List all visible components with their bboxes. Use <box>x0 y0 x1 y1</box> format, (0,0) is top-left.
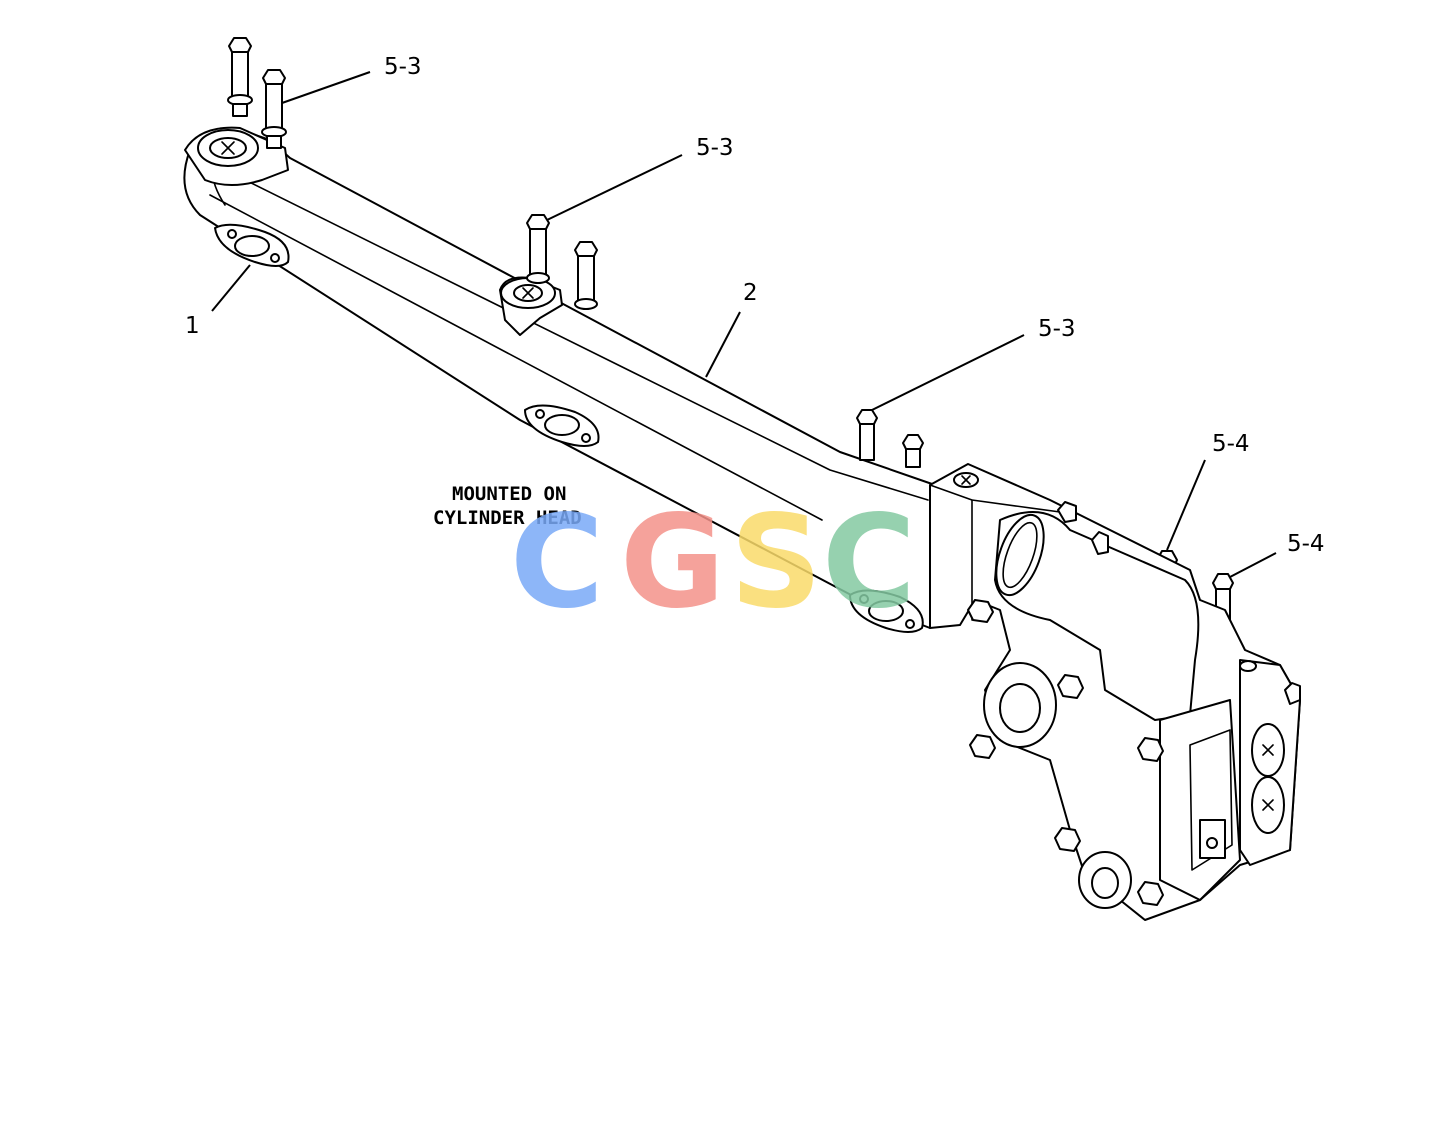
note-line-2: CYLINDER HEAD <box>433 507 582 529</box>
housing-nuts <box>967 501 1301 906</box>
housing-body <box>929 463 1301 921</box>
callout-label: 2 <box>743 280 758 306</box>
gasket-left <box>214 223 290 267</box>
bolt <box>902 434 924 468</box>
mounting-note: MOUNTED ON CYLINDER HEAD <box>433 483 582 529</box>
bolt <box>574 241 598 310</box>
gasket-right <box>849 589 924 633</box>
watermark-letter: S <box>730 488 822 637</box>
watermark-letter: C <box>510 488 604 637</box>
gasket-middle <box>524 404 600 447</box>
bolt <box>526 214 550 284</box>
callout-label: 5-3 <box>384 54 422 80</box>
manifold-tube <box>183 127 936 629</box>
callout-label: 5-3 <box>1038 316 1076 342</box>
callout-label: 5-4 <box>1212 431 1250 457</box>
bolt <box>261 69 287 149</box>
callout-label: 5-3 <box>696 135 734 161</box>
callout-label: 5-4 <box>1287 531 1325 557</box>
leader-lines <box>211 71 1277 578</box>
watermark-logo: C G S C <box>510 488 916 637</box>
callout-label: 1 <box>185 313 200 339</box>
bolt <box>856 409 878 461</box>
left-end-boss <box>184 126 289 186</box>
watermark-letter: G <box>620 488 725 637</box>
callouts: 5-3 5-3 2 5-3 1 5-4 5-4 <box>185 54 1325 557</box>
watermark-letter: C <box>822 488 916 637</box>
bolt <box>227 37 253 117</box>
note-line-1: MOUNTED ON <box>452 483 566 505</box>
middle-boss <box>499 276 563 336</box>
